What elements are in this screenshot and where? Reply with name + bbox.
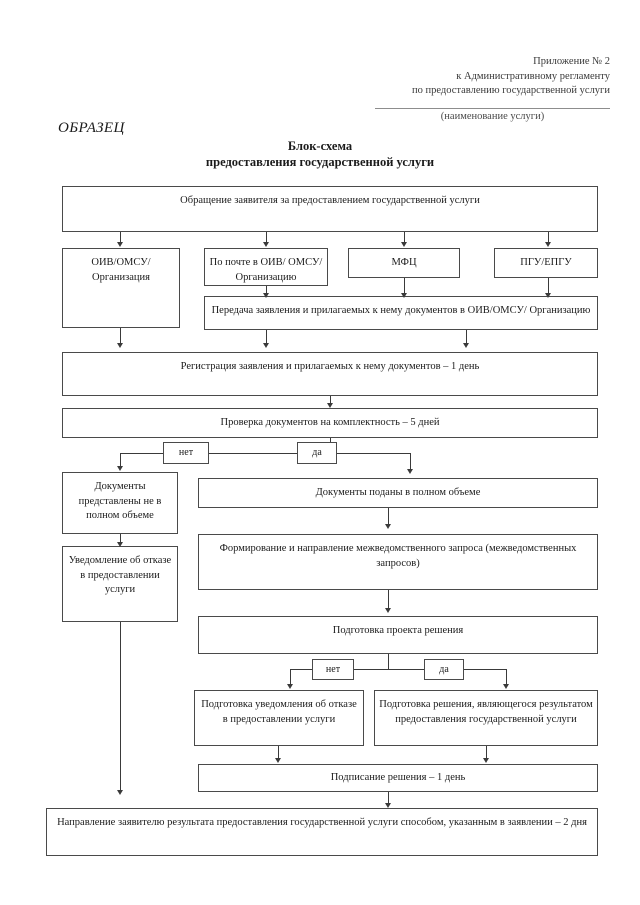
node-prepare-decision: Подготовка решения, являющегося результа…	[374, 690, 598, 746]
header-rule	[375, 108, 610, 109]
arrowhead-yes2-decision	[502, 684, 509, 689]
header-caption: (наименование услуги)	[440, 111, 545, 122]
node-channel-oiv: ОИВ/ОМСУ/ Организация	[62, 248, 180, 328]
node-channel-mail: По почте в ОИВ/ ОМСУ/Организацию	[204, 248, 328, 286]
node-interagency: Формирование и направление межведомствен…	[198, 534, 598, 590]
connector-interagency-draft	[388, 590, 389, 610]
arrowhead-prepare-decision-signing	[482, 758, 489, 763]
node-transfer: Передача заявления и прилагаемых к нему …	[204, 296, 598, 330]
arrowhead-signing-final	[384, 803, 391, 808]
decision-label-no-2: нет	[312, 659, 354, 680]
page-title: Блок-схема предоставления государственно…	[0, 138, 640, 170]
connector-start-oiv	[120, 232, 121, 244]
sample-label: ОБРАЗЕЦ	[58, 120, 125, 136]
connector-transfer-registration-left	[266, 330, 267, 345]
connector-yes2-decision	[506, 669, 507, 686]
connector-prepare-decision-signing	[486, 746, 487, 760]
arrowhead-oiv-registration	[116, 343, 123, 348]
appendix-header: Приложение № 2 к Административному регла…	[320, 55, 610, 99]
node-channel-mfc: МФЦ	[348, 248, 460, 278]
appendix-number: Приложение № 2	[533, 56, 610, 67]
arrowhead-mail-transfer	[262, 293, 269, 298]
connector-no1-incomplete	[120, 453, 121, 468]
node-signing: Подписание решения – 1 день	[198, 764, 598, 792]
connector-oiv-registration	[120, 328, 121, 345]
connector-draft-stub	[388, 654, 389, 669]
connector-mfc-transfer	[404, 278, 405, 295]
arrowhead-pgu-transfer	[544, 293, 551, 298]
arrowhead-start-pgu	[544, 242, 551, 247]
arrowhead-mfc-transfer	[400, 293, 407, 298]
connector-start-mail	[266, 232, 267, 244]
node-registration: Регистрация заявления и прилагаемых к не…	[62, 352, 598, 396]
appendix-service: по предоставлению государственной услуги	[412, 85, 610, 96]
connector-registration-check	[330, 396, 331, 405]
connector-draft-bus	[290, 669, 506, 670]
connector-transfer-registration-right	[466, 330, 467, 345]
arrowhead-no1-incomplete	[116, 466, 123, 471]
arrowhead-start-oiv	[116, 242, 123, 247]
connector-start-pgu	[548, 232, 549, 244]
connector-refusal-final	[120, 622, 121, 792]
appendix-regulation: к Административному регламенту	[456, 70, 610, 82]
connector-incomplete-refusal	[120, 534, 121, 544]
node-draft-decision: Подготовка проекта решения	[198, 616, 598, 654]
arrowhead-registration-check	[326, 403, 333, 408]
arrowhead-start-mail	[262, 242, 269, 247]
node-check: Проверка документов на комплектность – 5…	[62, 408, 598, 438]
connector-signing-final	[388, 792, 389, 805]
decision-label-yes-2: да	[424, 659, 464, 680]
arrowhead-start-mfc	[400, 242, 407, 247]
arrowhead-transfer-registration-left	[262, 343, 269, 348]
node-final: Направление заявителю результата предост…	[46, 808, 598, 856]
arrowhead-refusal-final	[116, 790, 123, 795]
arrowhead-interagency-draft	[384, 608, 391, 613]
connector-mail-transfer	[266, 286, 267, 295]
page-title-line2: предоставления государственной услуги	[205, 155, 435, 169]
node-incomplete: Документы представлены не в полном объем…	[62, 472, 178, 534]
node-refusal-notice: Уведомление об отказе в предоставлении у…	[62, 546, 178, 622]
connector-complete-interagency	[388, 508, 389, 526]
arrowhead-yes1-complete	[406, 469, 413, 474]
arrowhead-incomplete-refusal	[116, 542, 123, 547]
decision-label-yes-1: да	[297, 442, 337, 464]
connector-no2-refusal	[290, 669, 291, 686]
arrowhead-transfer-registration-right	[462, 343, 469, 348]
page-title-line1: Блок-схема	[287, 139, 353, 153]
node-start: Обращение заявителя за предоставлением г…	[62, 186, 598, 232]
connector-start-mfc	[404, 232, 405, 244]
connector-check-bus	[120, 453, 410, 454]
connector-pgu-transfer	[548, 278, 549, 295]
arrowhead-complete-interagency	[384, 524, 391, 529]
arrowhead-no2-refusal	[286, 684, 293, 689]
node-channel-pgu: ПГУ/ЕПГУ	[494, 248, 598, 278]
node-prepare-refusal: Подготовка уведомления об отказе в предо…	[194, 690, 364, 746]
arrowhead-prepare-refusal-signing	[274, 758, 281, 763]
connector-prepare-refusal-signing	[278, 746, 279, 760]
decision-label-no-1: нет	[163, 442, 209, 464]
node-complete: Документы поданы в полном объеме	[198, 478, 598, 508]
connector-yes1-complete	[410, 453, 411, 471]
